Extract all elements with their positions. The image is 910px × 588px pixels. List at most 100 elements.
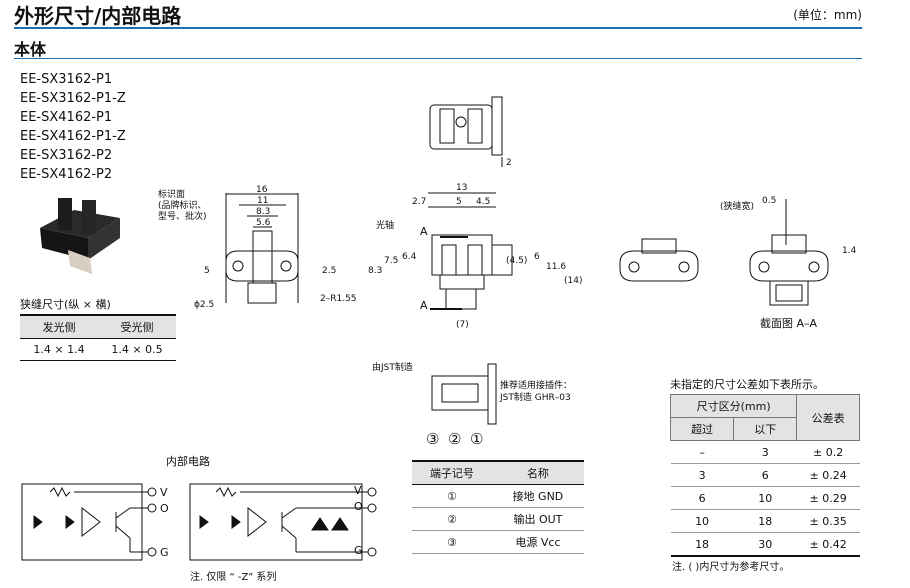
model-item: EE-SX4162-P1-Z bbox=[20, 129, 126, 144]
terminal-name: 接地 GND bbox=[491, 484, 584, 508]
tolerance-cell: 30 bbox=[733, 532, 797, 557]
mark-face-label: 标识面 bbox=[158, 188, 185, 200]
circuit-note: 注. 仅限 “ -Z” 系列 bbox=[190, 572, 277, 583]
jst-label: 由JST制造 bbox=[372, 361, 413, 373]
dim-label: 2 bbox=[506, 158, 512, 168]
dim-label: (4.5) bbox=[506, 256, 527, 266]
dim-label: 16 bbox=[256, 185, 268, 195]
section-caption: 截面图 A–A bbox=[760, 316, 818, 330]
tolerance-header-range: 尺寸区分(mm) bbox=[669, 394, 798, 418]
tolerance-cell: ± 0.2 bbox=[796, 440, 860, 464]
dim-label: 5.6 bbox=[256, 218, 271, 228]
tolerance-cell: 18 bbox=[733, 509, 797, 533]
dim-label: 11 bbox=[257, 196, 268, 206]
dim-label: (7) bbox=[456, 320, 469, 330]
section-title: 本体 bbox=[14, 40, 47, 59]
dim-label: ϕ2.5 bbox=[194, 300, 214, 310]
circuit-title: 内部电路 bbox=[166, 455, 210, 468]
pin-label: V bbox=[160, 486, 168, 499]
sensor-photo bbox=[40, 198, 120, 274]
title-rule bbox=[14, 27, 862, 29]
tolerance-cell: – bbox=[670, 440, 734, 464]
pin-marker: ③ bbox=[426, 430, 439, 448]
dim-label: 8.3 bbox=[256, 207, 270, 217]
connector-note: JST制造 GHR–03 bbox=[499, 391, 571, 403]
tolerance-cell: 3 bbox=[733, 440, 797, 464]
section-mark: A bbox=[420, 225, 428, 238]
tolerance-cell: ± 0.35 bbox=[796, 509, 860, 533]
tolerance-header-over: 超过 bbox=[669, 417, 735, 441]
tolerance-cell: ± 0.29 bbox=[796, 486, 860, 510]
terminal-header: 名称 bbox=[491, 460, 584, 485]
pin-marker: ② bbox=[448, 430, 461, 448]
dim-label: 4.5 bbox=[476, 197, 490, 207]
pin-label: O bbox=[160, 502, 169, 515]
section-view: (狭缝宽) 0.5 1.4 截面图 A–A bbox=[720, 196, 857, 330]
dim-label: 0.5 bbox=[762, 196, 776, 206]
rear-view bbox=[619, 238, 699, 282]
model-list: EE-SX3162-P1 EE-SX3162-P1-Z EE-SX4162-P1… bbox=[20, 70, 126, 184]
tolerance-note: 注. ( )内尺寸为参考尺寸。 bbox=[672, 562, 790, 573]
tolerance-cell: ± 0.24 bbox=[796, 463, 860, 487]
dim-label: 5 bbox=[204, 266, 210, 276]
pin-label: O bbox=[354, 500, 363, 513]
tolerance-cell: 18 bbox=[670, 532, 734, 557]
connector-drawing: 由JST制造 推荐适用接插件： JST制造 GHR–03 ③ ② ① bbox=[372, 361, 572, 448]
tolerance-cell: 10 bbox=[670, 509, 734, 533]
slit-value-receiver: 1.4 × 0.5 bbox=[98, 338, 176, 361]
slit-width-label: (狭缝宽) bbox=[720, 200, 754, 212]
dim-label: 13 bbox=[456, 183, 467, 193]
unit-label: (单位：mm) bbox=[793, 8, 862, 22]
model-item: EE-SX3162-P1 bbox=[20, 72, 113, 87]
pin-label: V bbox=[354, 484, 362, 497]
terminal-name: 输出 OUT bbox=[491, 507, 584, 531]
tolerance-cell: ± 0.42 bbox=[796, 532, 860, 557]
pin-label: G bbox=[354, 544, 363, 557]
dim-label: 2–R1.55 bbox=[320, 294, 357, 304]
tolerance-cell: 6 bbox=[670, 486, 734, 510]
tolerance-cell: 6 bbox=[733, 463, 797, 487]
pin-marker: ① bbox=[470, 430, 483, 448]
dim-label: 11.6 bbox=[546, 262, 566, 272]
terminal-header: 端子记号 bbox=[412, 460, 492, 485]
top-view: 2 bbox=[429, 96, 512, 168]
slit-header-receiver: 受光侧 bbox=[98, 314, 176, 339]
tolerance-header-tol: 公差表 bbox=[796, 394, 860, 441]
slit-header-emitter: 发光侧 bbox=[20, 314, 98, 339]
tolerance-header-under: 以下 bbox=[733, 417, 798, 441]
terminal-symbol: ③ bbox=[412, 530, 492, 554]
circuit-basic: V O G bbox=[21, 483, 169, 561]
dim-label: 6 bbox=[534, 252, 540, 262]
model-item: EE-SX4162-P2 bbox=[20, 167, 113, 182]
page-title: 外形尺寸/内部电路 bbox=[14, 4, 182, 28]
terminal-name: 电源 Vcc bbox=[491, 530, 584, 554]
model-item: EE-SX3162-P2 bbox=[20, 148, 113, 163]
section-rule bbox=[14, 58, 862, 59]
tolerance-cell: 3 bbox=[670, 463, 734, 487]
dim-label: (14) bbox=[564, 276, 582, 286]
optical-axis-label: 光轴 bbox=[376, 219, 394, 231]
circuit-diagrams: V O G bbox=[21, 483, 377, 561]
connector-note: 推荐适用接插件： bbox=[500, 379, 572, 391]
dimension-drawings: 2 标识面 (品牌标识、 型号、批次) 16 11 8.3 5.6 5 2.5 … bbox=[158, 96, 857, 330]
model-item: EE-SX3162-P1-Z bbox=[20, 91, 126, 106]
pin-label: G bbox=[160, 546, 169, 559]
model-item: EE-SX4162-P1 bbox=[20, 110, 113, 125]
terminal-symbol: ① bbox=[412, 484, 492, 508]
dim-label: 5 bbox=[456, 197, 462, 207]
slit-value-emitter: 1.4 × 1.4 bbox=[20, 338, 98, 361]
dim-label: 7.5 bbox=[384, 256, 398, 266]
dim-label: 8.3 bbox=[368, 266, 382, 276]
circuit-z-type bbox=[189, 483, 377, 561]
terminal-symbol: ② bbox=[412, 507, 492, 531]
dim-label: 2.7 bbox=[412, 197, 426, 207]
mark-face-sub: 型号、批次) bbox=[158, 210, 207, 222]
section-mark: A bbox=[420, 299, 428, 312]
dim-label: 2.5 bbox=[322, 266, 336, 276]
front-view: 13 2.7 5 4.5 光轴 A A 8.3 7.5 6.4 (4.5) 6 … bbox=[368, 183, 582, 330]
mark-face-sub: (品牌标识、 bbox=[158, 199, 207, 211]
tolerance-cell: 10 bbox=[733, 486, 797, 510]
